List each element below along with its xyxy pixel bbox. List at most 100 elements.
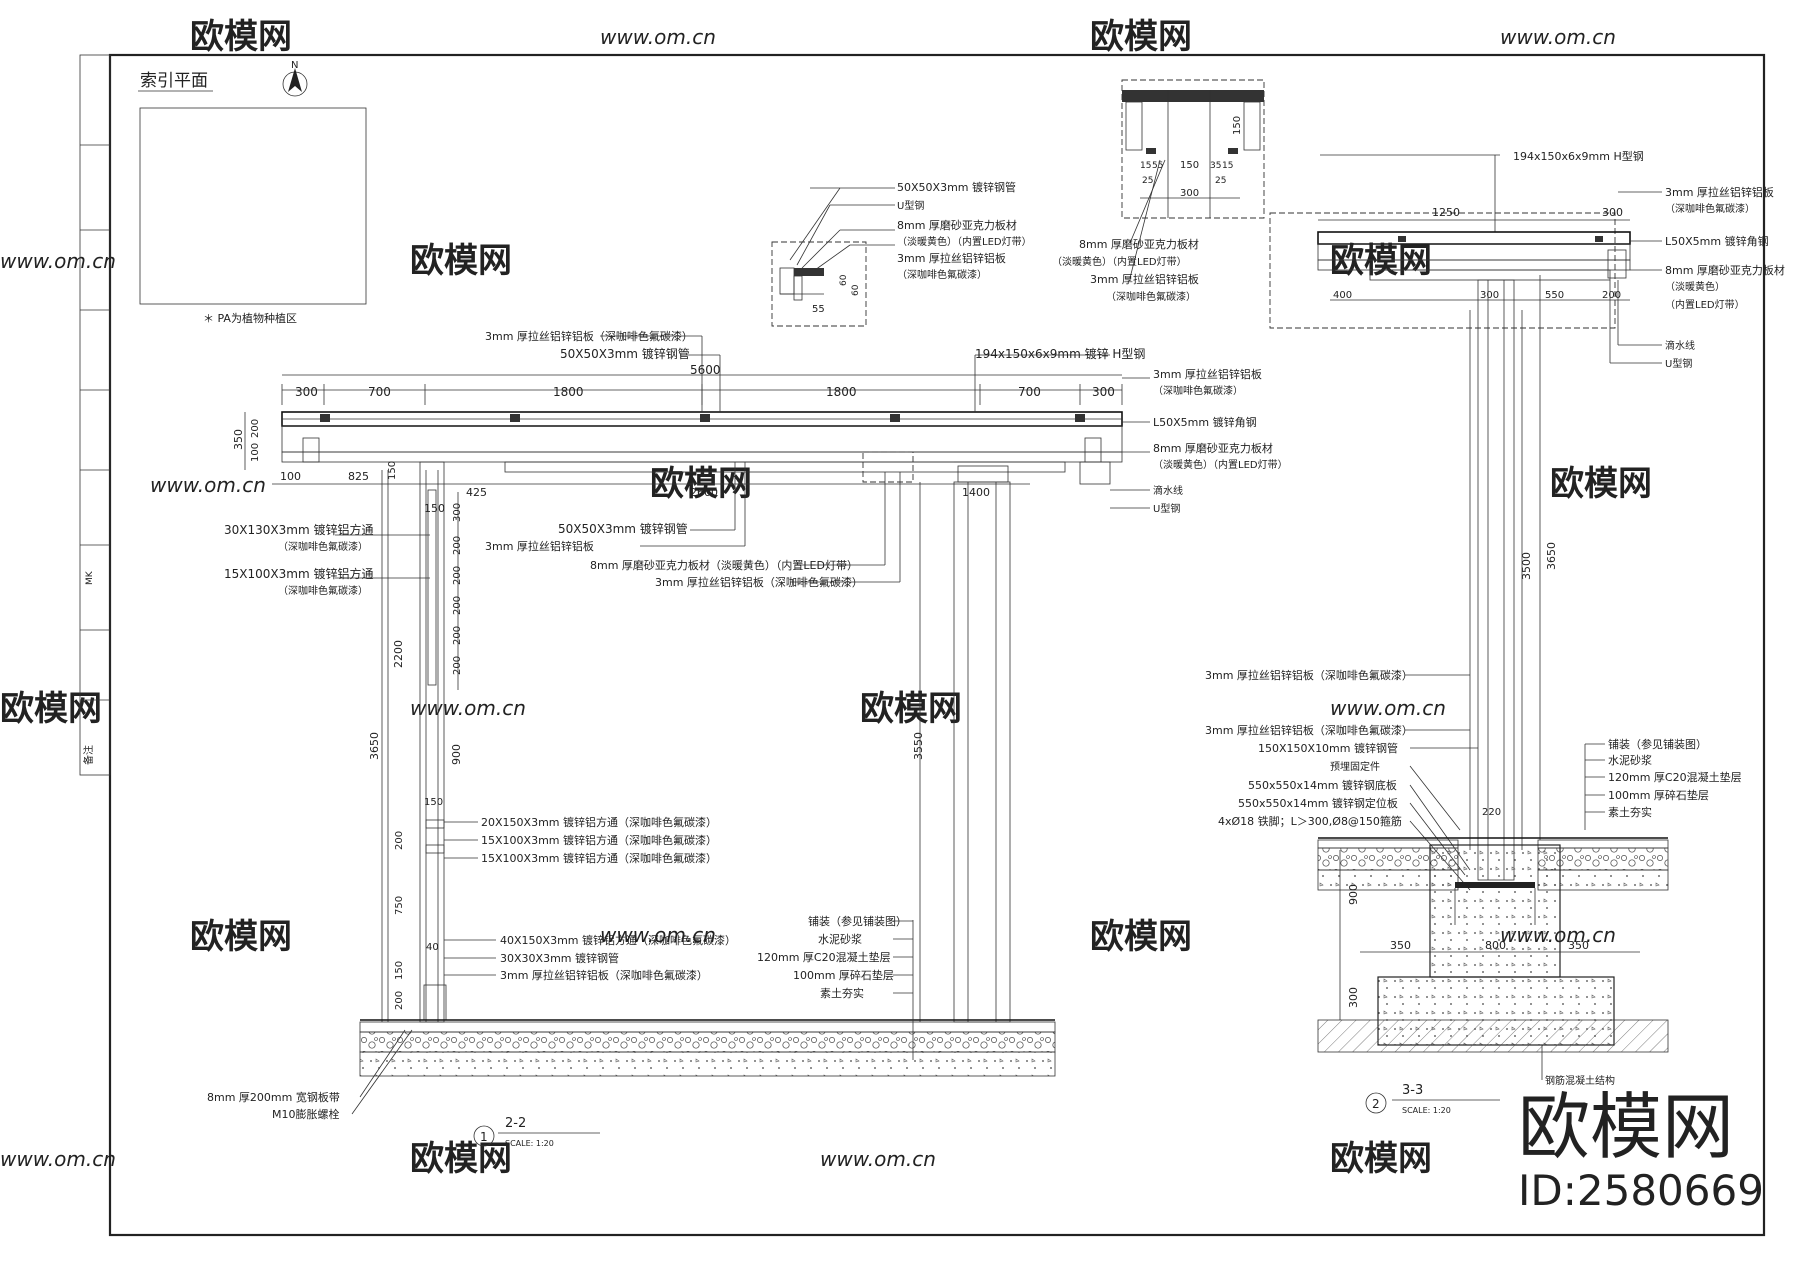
dim-label: 900 [1347, 884, 1360, 905]
section-2-2: 300 700 1800 1800 700 300 5600 350 200 1… [207, 329, 1288, 1148]
callout-label: 素土夯实 [1608, 805, 1652, 819]
concrete-layer [359, 1051, 1056, 1077]
callout-label: 15X100X3mm 镀锌铝方通 [224, 566, 373, 581]
dim-label: 220 [1482, 807, 1501, 818]
dim-label: 350 [1568, 939, 1589, 952]
watermark-brand: 欧模网 [860, 689, 962, 729]
watermark-brand: 欧模网 [1550, 464, 1652, 504]
callout-label: 铺装（参见铺装图） [808, 914, 907, 928]
section-number: 2 [1372, 1097, 1380, 1111]
dim-label: 700 [368, 385, 391, 399]
watermark-url: www.om.cn [1500, 25, 1616, 49]
callout-label: 水泥砂浆 [1608, 753, 1652, 767]
callout-label: 550x550x14mm 镀锌钢定位板 [1238, 796, 1398, 810]
callout-label: L50X5mm 镀锌角钢 [1665, 234, 1769, 248]
title-strip-code: MK [85, 570, 95, 585]
dim-label: 25 [1142, 176, 1153, 186]
footing-pier [1429, 844, 1561, 978]
dim-label: 1800 [553, 385, 584, 399]
callout-label: 3mm 厚拉丝铝锌铝板（深咖啡色氟碳漆） [485, 329, 693, 343]
dim-label: 3550 [912, 732, 925, 760]
callout-label: （深咖啡色氟碳漆） [1153, 384, 1243, 397]
watermark-url: www.om.cn [0, 1147, 116, 1171]
dim-label: 825 [348, 470, 369, 483]
callout-label: 8mm 厚磨砂亚克力板材 [1665, 263, 1785, 277]
brand-logo-text: 欧模网 [1518, 1085, 1734, 1169]
left-column [419, 461, 445, 1023]
dim-label: 350 [232, 429, 245, 450]
callout-label: 50X50X3mm 镀锌钢管 [560, 346, 690, 361]
dim-label: 300 [1347, 987, 1360, 1008]
dim-label: 200 [452, 656, 463, 675]
watermark-brand: 欧模网 [1090, 17, 1192, 57]
dim-label: 60 [851, 284, 861, 296]
dim-label: 150 [1232, 116, 1243, 135]
watermark-brand: 欧模网 [1330, 1139, 1432, 1179]
dim-label: 1400 [962, 486, 990, 499]
section-title-3-3: 2 3-3 SCALE: 1:20 [1365, 1083, 1500, 1115]
callout-label: 3mm 厚拉丝铝锌铝板 [1090, 272, 1199, 286]
sheet-frame: 备注 MK [79, 53, 1766, 1237]
callout-label: 8mm 厚磨砂亚克力板材 [1079, 237, 1199, 251]
callout-label: 120mm 厚C20混凝土垫层 [1608, 770, 1742, 784]
dim-label: 300 [1092, 385, 1115, 399]
callout-label: 3mm 厚拉丝铝锌铝板 [485, 539, 594, 553]
dim-label: 200 [394, 831, 405, 850]
callout-label: （淡暖黄色） [1665, 280, 1725, 293]
watermark-url: www.om.cn [600, 25, 716, 49]
title-strip-note: 备注 [82, 745, 95, 765]
watermark-brand: 欧模网 [0, 689, 102, 729]
dim-label: 200 [394, 991, 405, 1010]
callout-label: 3mm 厚拉丝铝锌铝板 [1153, 367, 1262, 381]
dim-label: 400 [1333, 290, 1352, 301]
callout-label: 钢筋混凝土结构 [1545, 1074, 1615, 1087]
callout-label: （深咖啡色氟碳漆） [897, 268, 987, 281]
watermark-url: www.om.cn [820, 1147, 936, 1171]
brand-id: ID:2580669 [1518, 1166, 1764, 1215]
callout-label: U型钢 [1665, 357, 1692, 370]
section-title-2-2: 1 2-2 SCALE: 1:20 [473, 1116, 600, 1148]
dim-label: 2600 [690, 486, 718, 499]
watermark-url: www.om.cn [1330, 696, 1446, 720]
callout-label: 3mm 厚拉丝铝锌铝板（深咖啡色氟碳漆） [1205, 723, 1413, 737]
callout-label: （淡暖黄色）（内置LED灯带） [1052, 255, 1187, 268]
dim-label: 60 [839, 274, 849, 286]
callout-label: （深咖啡色氟碳漆） [1106, 290, 1196, 303]
dim-label: 300 [1480, 290, 1499, 301]
dim-label: 200 [452, 536, 463, 555]
callout-label: 100mm 厚碎石垫层 [793, 968, 894, 982]
dim-label: 350 [1390, 939, 1411, 952]
canopy-acrylic-panel [504, 461, 1066, 473]
watermark-brand: 欧模网 [410, 241, 512, 281]
watermark-url: www.om.cn [600, 923, 716, 947]
callout-label: 40X150X3mm 镀锌铝方通（深咖啡色氟碳漆） [500, 933, 736, 947]
callout-label: 194x150x6x9mm H型钢 [1513, 149, 1644, 163]
dim-label: 200 [452, 566, 463, 585]
dim-label: 2200 [392, 640, 405, 668]
section-label: 2-2 [505, 1116, 526, 1131]
dim-label: 55 [1152, 161, 1163, 171]
watermark-url: www.om.cn [150, 473, 266, 497]
dim-label: 550 [1545, 290, 1564, 301]
section-scale: SCALE: 1:20 [1402, 1106, 1451, 1115]
watermark-brand: 欧模网 [190, 17, 292, 57]
section-3-3: 194x150x6x9mm H型钢 1250 300 400 300 550 2… [1205, 149, 1785, 1115]
callout-label: L50X5mm 镀锌角钢 [1153, 415, 1257, 429]
callout-label: 素土夯实 [820, 986, 864, 1000]
callout-label: 3mm 厚拉丝铝锌铝板（深咖啡色氟碳漆） [500, 968, 708, 982]
callout-label: 50X50X3mm 镀锌钢管 [897, 180, 1016, 194]
section-number: 1 [480, 1130, 488, 1144]
callout-label: 8mm 厚200mm 宽钢板带 [207, 1090, 340, 1104]
callout-label: 3mm 厚拉丝铝锌铝板（深咖啡色氟碳漆） [655, 575, 863, 589]
dim-label: 15 [1140, 161, 1151, 171]
dim-label: 300 [1602, 206, 1623, 219]
watermark-brand: 欧模网 [190, 917, 292, 957]
callout-label: 194x150x6x9mm 镀锌 H型钢 [975, 347, 1145, 361]
callout-label: 滴水线 [1153, 484, 1183, 497]
dim-label: 900 [450, 744, 463, 765]
callout-label: 20X150X3mm 镀锌铝方通（深咖啡色氟碳漆） [481, 815, 717, 829]
watermark-layer: 欧模网 欧模网 www.om.cn www.om.cn 欧模网 欧模网 www.… [0, 17, 1652, 1179]
column-3-3 [1477, 279, 1515, 881]
dim-label: 55 [812, 304, 825, 315]
